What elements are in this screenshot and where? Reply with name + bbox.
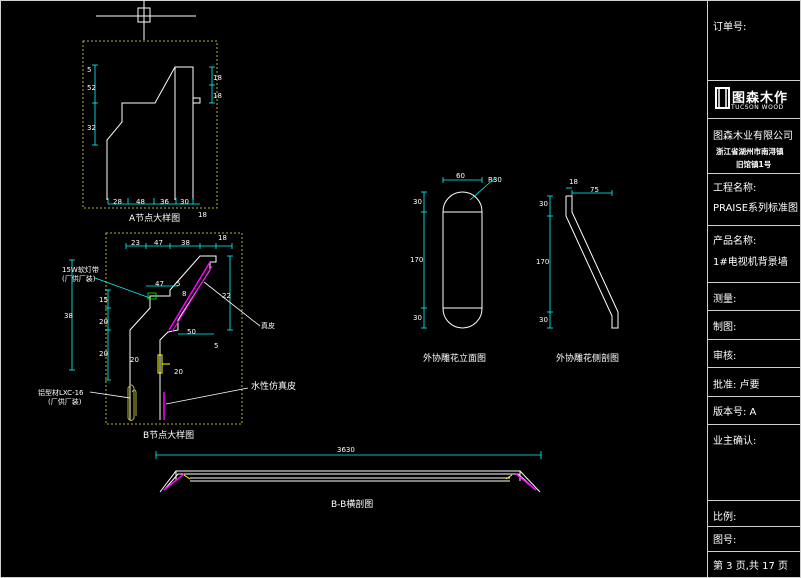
dim-text: 20 — [174, 368, 183, 376]
divider — [708, 225, 800, 226]
dim-text: 20 — [99, 350, 108, 358]
dim-text: 5 — [176, 280, 181, 288]
flower-side-label: 外协雕花侧剖图 — [556, 354, 620, 364]
dim-text: 30 — [413, 314, 422, 322]
dim-text: 18 — [198, 211, 207, 219]
company-logo: 图森木作 TUCSON WOOD — [712, 85, 796, 113]
logo-en: TUCSON WOOD — [731, 104, 784, 111]
detail-a-label: A节点大样图 — [129, 214, 181, 224]
flower-side-drawing — [547, 187, 619, 329]
dim-text: 75 — [590, 186, 599, 194]
dim-text: 5 — [87, 66, 92, 74]
dim-text: 8 — [182, 290, 187, 298]
company-name: 图森木业有限公司 — [713, 131, 793, 142]
dim-text: 5 — [214, 342, 219, 350]
dim-text: 60 — [456, 172, 465, 180]
detail-b-label: B节点大样图 — [143, 431, 195, 441]
project-value: PRAISE系列标准图 — [713, 203, 799, 214]
dim-text: 170 — [536, 258, 550, 266]
dim-text: 20 — [130, 356, 139, 364]
order-no-label: 订单号: — [713, 22, 747, 33]
survey-label: 测量: — [713, 294, 737, 305]
dim-text: 23 — [131, 239, 140, 247]
approve-label: 批准: 卢要 — [713, 380, 760, 391]
dim-text: 47 — [155, 280, 164, 288]
section-bb-label: B-B横剖图 — [331, 500, 374, 510]
divider — [708, 282, 800, 283]
divider — [708, 80, 800, 81]
dim-text: 50 — [187, 328, 196, 336]
logo-cn: 图森木作 — [732, 91, 789, 106]
divider — [708, 500, 800, 501]
divider — [708, 551, 800, 552]
dim-text: 18 — [218, 234, 227, 242]
page-info: 第 3 页,共 17 页 — [713, 561, 788, 572]
dim-text: 32 — [87, 124, 96, 132]
reference-mark — [96, 0, 196, 40]
detail-a-drawing — [82, 40, 218, 209]
note-waterproof-leather: 水性仿真皮 — [251, 382, 297, 392]
divider — [708, 339, 800, 340]
dim-text: 38 — [181, 239, 190, 247]
dim-text: 30 — [539, 200, 548, 208]
product-label: 产品名称: — [713, 236, 757, 247]
address-line-1: 浙江省湖州市南浔镇 — [716, 147, 784, 156]
dim-text: 170 — [410, 256, 424, 264]
note-leather: 真皮 — [261, 322, 275, 330]
divider — [708, 310, 800, 311]
divider — [708, 367, 800, 368]
dim-text: 15 — [99, 296, 108, 304]
divider — [708, 424, 800, 425]
dim-text: 18 — [569, 178, 578, 186]
dim-text: 47 — [154, 239, 163, 247]
dim-text: 30 — [539, 316, 548, 324]
flower-front-drawing — [421, 177, 496, 329]
dim-text: 28 — [113, 198, 122, 206]
dim-text: 30 — [413, 198, 422, 206]
project-label: 工程名称: — [713, 183, 757, 194]
version-label: 版本号: A — [713, 407, 757, 418]
section-bb-drawing — [155, 451, 542, 493]
drawing-no-label: 图号: — [713, 535, 737, 546]
dim-text: 36 — [160, 198, 169, 206]
dim-text: 38 — [64, 312, 73, 320]
divider — [708, 526, 800, 527]
divider — [708, 173, 800, 174]
note-led-strip: 15W软灯带(厂供厂装) — [62, 266, 99, 283]
drawn-label: 制图: — [713, 322, 737, 333]
dim-text: R30 — [488, 176, 502, 184]
dim-text: 30 — [180, 198, 189, 206]
dim-text: 18 — [213, 92, 222, 100]
flower-front-label: 外协雕花立面图 — [423, 354, 487, 364]
divider — [708, 118, 800, 119]
dim-text: 20 — [99, 318, 108, 326]
review-label: 审核: — [713, 351, 737, 362]
scale-label: 比例: — [713, 512, 737, 523]
product-value: 1#电视机背景墙 — [713, 257, 788, 268]
dim-text: 52 — [87, 84, 96, 92]
tucson-logo-icon — [715, 87, 730, 109]
owner-confirm-label: 业主确认: — [713, 436, 757, 447]
dim-text: 18 — [213, 74, 222, 82]
detail-b-drawing — [69, 232, 261, 425]
dim-text: 48 — [136, 198, 145, 206]
divider — [708, 396, 800, 397]
address-line-2: 旧馆镇1号 — [736, 160, 772, 169]
dim-text: 22 — [222, 292, 231, 300]
dim-text: 3630 — [337, 446, 355, 454]
note-aluminum: 铝型材LXC-16(厂供厂装) — [38, 389, 84, 406]
